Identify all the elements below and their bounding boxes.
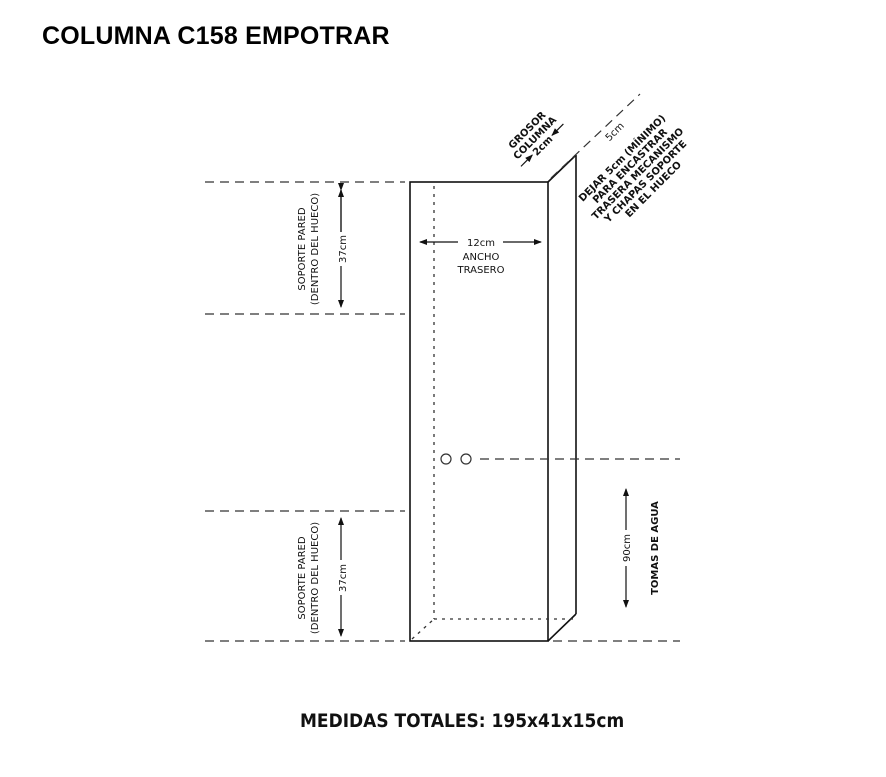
hidden-bottom-diagonal	[411, 618, 435, 640]
water-dimension: 90cm TOMAS DE AGUA	[622, 488, 661, 608]
ref-line-gap-diagonal	[550, 93, 641, 179]
water-intake-icon	[460, 453, 472, 465]
page-title: COLUMNA C158 EMPOTRAR	[42, 22, 390, 50]
reference-lines	[205, 93, 680, 642]
installation-note: DEJAR 5cm (MÍNIMO) PARA ENCASTRAR TRASER…	[576, 112, 690, 226]
column-outline	[409, 154, 577, 642]
support-top-label-line1: SOPORTE PARED	[297, 207, 308, 290]
width-value: 12cm	[467, 238, 495, 249]
column-top-edge	[547, 154, 577, 183]
water-intake-icon	[440, 453, 452, 465]
width-label-line1: ANCHO	[463, 252, 500, 263]
support-bottom-value: 37cm	[338, 564, 349, 592]
support-top-label-line2: (DENTRO DEL HUECO)	[310, 193, 321, 305]
water-label: TOMAS DE AGUA	[650, 501, 661, 595]
support-bottom-dimension: 37cm SOPORTE PARED (DENTRO DEL HUECO)	[297, 517, 349, 637]
thickness-dimension: GROSOR COLUMNA 2cm	[507, 110, 564, 167]
column-bottom-edge	[547, 613, 577, 642]
water-value: 90cm	[622, 534, 633, 562]
width-dimension: 12cm ANCHO TRASERO	[419, 238, 542, 276]
width-label-line2: TRASERO	[457, 265, 505, 276]
total-dimensions: MEDIDAS TOTALES: 195x41x15cm	[300, 711, 625, 732]
support-bottom-label-line2: (DENTRO DEL HUECO)	[310, 522, 321, 634]
support-bottom-label-line1: SOPORTE PARED	[297, 536, 308, 619]
column-front-face	[409, 181, 549, 642]
support-top-dimension: 37cm SOPORTE PARED (DENTRO DEL HUECO)	[297, 183, 349, 308]
column-hidden-edges	[411, 186, 576, 640]
gap-value: 5cm	[604, 121, 627, 144]
support-top-value: 37cm	[338, 235, 349, 263]
